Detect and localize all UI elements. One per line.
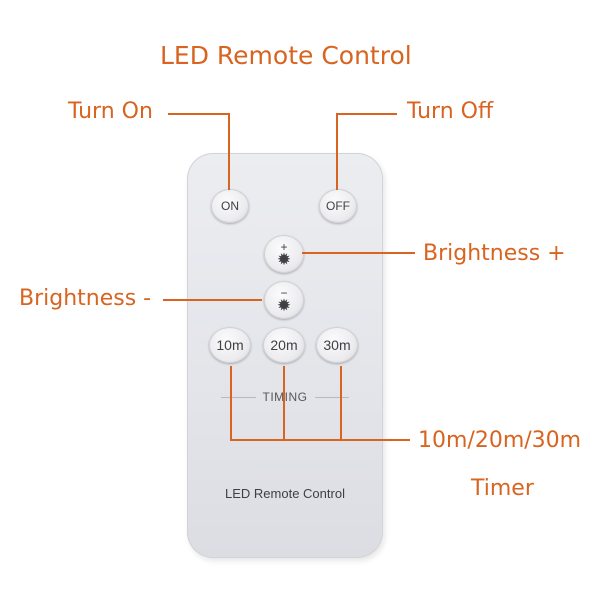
- timer-values-callout: 10m/20m/30m: [418, 428, 582, 453]
- timing-label: TIMING: [262, 390, 308, 404]
- remote-body-label: LED Remote Control: [225, 486, 345, 501]
- brightness-up-button[interactable]: + ✹: [264, 235, 304, 273]
- timing-divider-right: [314, 396, 349, 398]
- minus-sign: −: [280, 285, 288, 300]
- timer-20m-label: 20m: [270, 337, 298, 353]
- turn-on-callout: Turn On: [68, 99, 153, 124]
- timing-divider-left: [221, 396, 256, 398]
- on-button-label: ON: [221, 199, 239, 213]
- brightness-down-button[interactable]: − ✹: [264, 281, 304, 319]
- timer-20m-button[interactable]: 20m: [263, 327, 305, 363]
- sun-icon: ✹: [276, 295, 292, 315]
- timer-30m-label: 30m: [323, 337, 351, 353]
- timer-10m-label: 10m: [216, 337, 244, 353]
- brightness-down-callout: Brightness -: [19, 286, 152, 311]
- diagram-title: LED Remote Control: [160, 41, 412, 70]
- timer-30m-button[interactable]: 30m: [316, 327, 358, 363]
- turn-off-callout: Turn Off: [407, 99, 494, 124]
- brightness-up-callout: Brightness +: [423, 241, 566, 266]
- off-button-label: OFF: [326, 199, 350, 213]
- on-button[interactable]: ON: [211, 189, 249, 223]
- remote-control: ON OFF + ✹ − ✹ 10m 20m 30m TIMING LED Re…: [187, 153, 383, 558]
- timing-group: TIMING: [221, 390, 349, 404]
- timer-10m-button[interactable]: 10m: [209, 327, 251, 363]
- timer-callout: Timer: [471, 476, 534, 501]
- sun-icon: ✹: [276, 249, 292, 269]
- off-button[interactable]: OFF: [319, 189, 357, 223]
- plus-sign: +: [280, 239, 288, 254]
